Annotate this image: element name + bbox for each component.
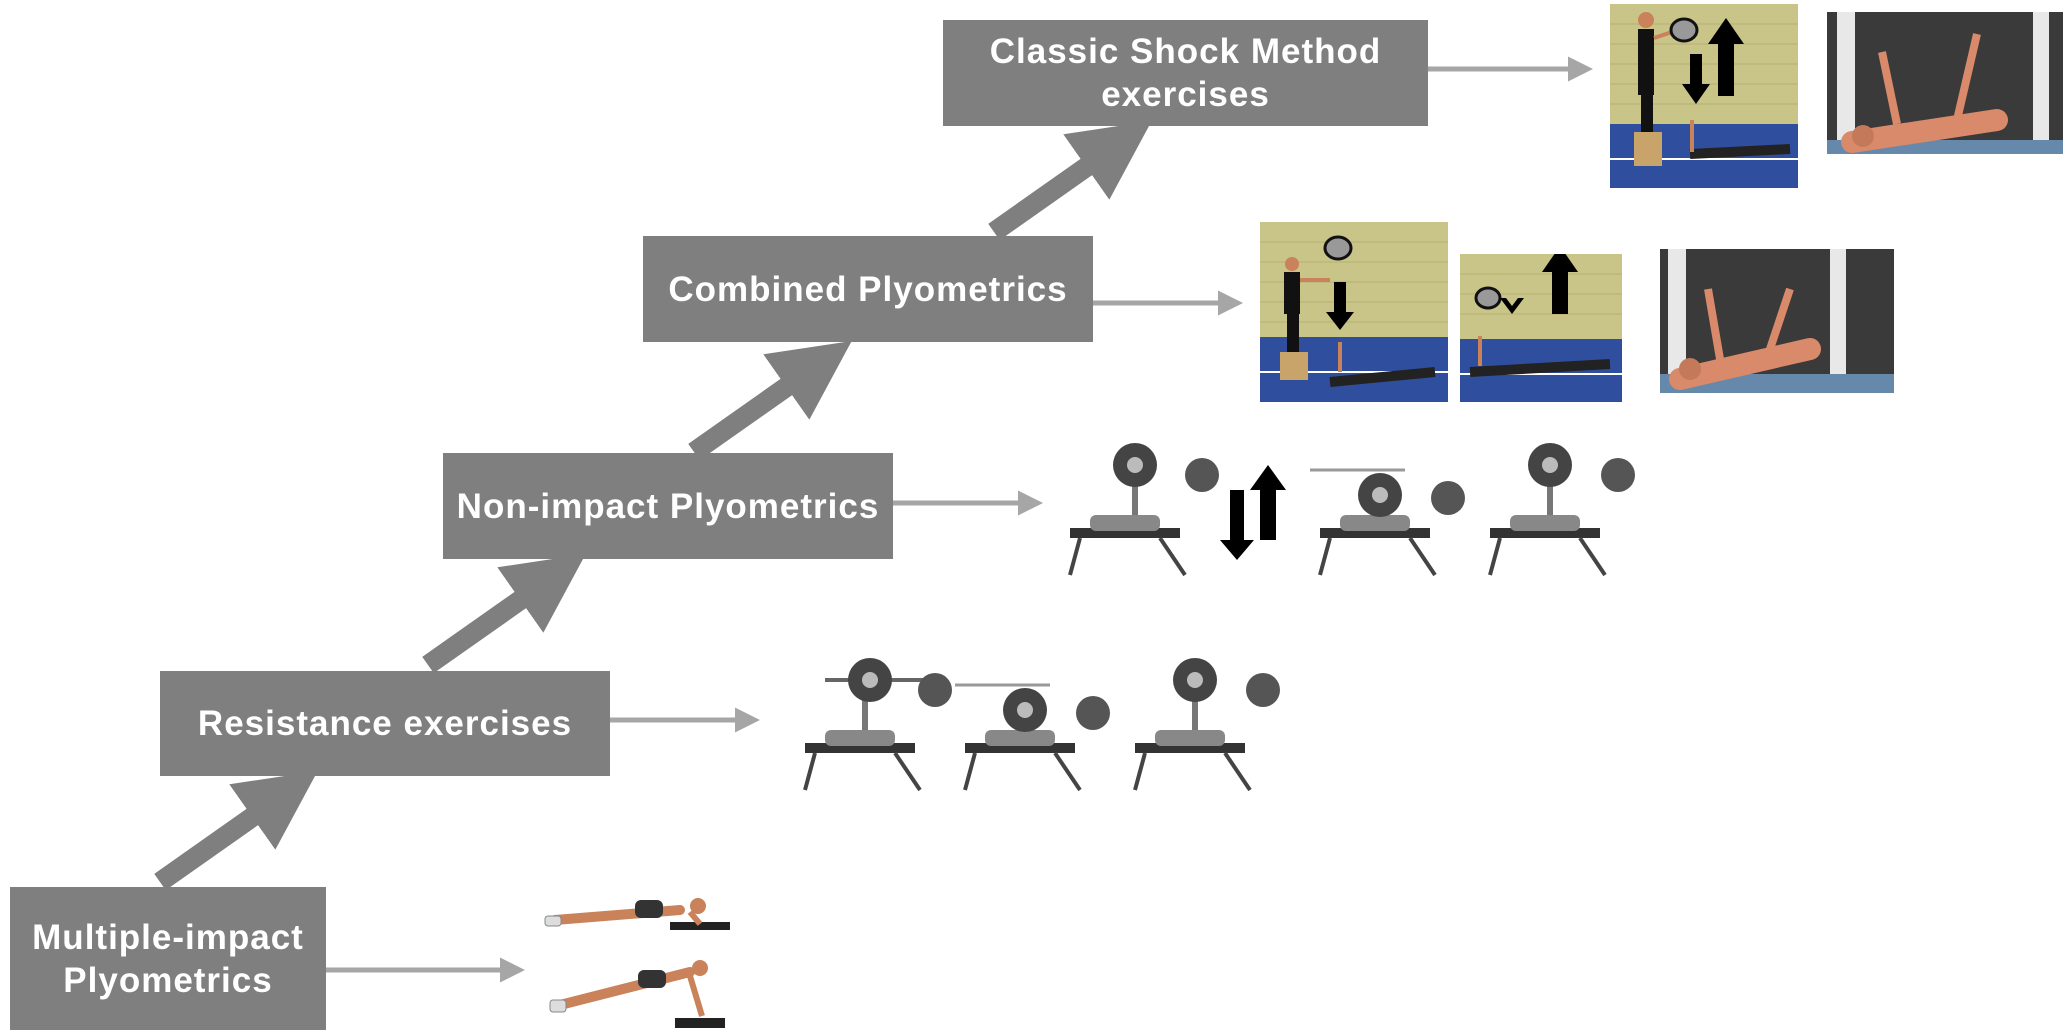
bench-press-frame-3 <box>1133 658 1280 792</box>
bench-press-frame-1 <box>1068 443 1219 577</box>
progression-arrow-3 <box>688 340 852 461</box>
bench-press-frame-1 <box>803 658 952 792</box>
step-label: Classic Shock Method exercises <box>989 32 1382 114</box>
combined-photo-1 <box>1260 222 1448 402</box>
step-non-impact-plyometrics: Non-impact Plyometrics <box>443 453 893 559</box>
non-impact-bench-press-image <box>1068 443 1635 577</box>
progression-arrow-1 <box>154 770 318 891</box>
step-resistance-exercises: Resistance exercises <box>160 671 610 776</box>
step-multiple-impact-plyometrics: Multiple-impact Plyometrics <box>10 887 326 1030</box>
classic-shock-gym-photo <box>1827 12 2063 154</box>
progression-arrow-4 <box>988 120 1152 241</box>
progression-arrow-2 <box>422 553 586 674</box>
bench-press-frame-2 <box>955 683 1110 792</box>
step-classic-shock-method: Classic Shock Method exercises <box>943 20 1428 126</box>
step-label: Combined Plyometrics <box>668 269 1068 309</box>
bench-press-sequence-image <box>803 658 1280 792</box>
bench-press-frame-2 <box>1310 468 1465 577</box>
classic-shock-photo-1 <box>1610 4 1798 188</box>
step-label: Resistance exercises <box>197 704 573 743</box>
step-label: Non-impact Plyometrics <box>456 486 880 526</box>
combined-photo-2 <box>1460 254 1622 402</box>
step-label: Multiple-impact Plyometrics <box>32 917 304 1000</box>
combined-gym-photo <box>1660 249 1894 393</box>
pushup-image <box>544 898 730 1028</box>
bench-press-frame-3 <box>1488 443 1635 577</box>
down-up-arrows-icon <box>1220 465 1286 560</box>
step-combined-plyometrics: Combined Plyometrics <box>643 236 1093 342</box>
